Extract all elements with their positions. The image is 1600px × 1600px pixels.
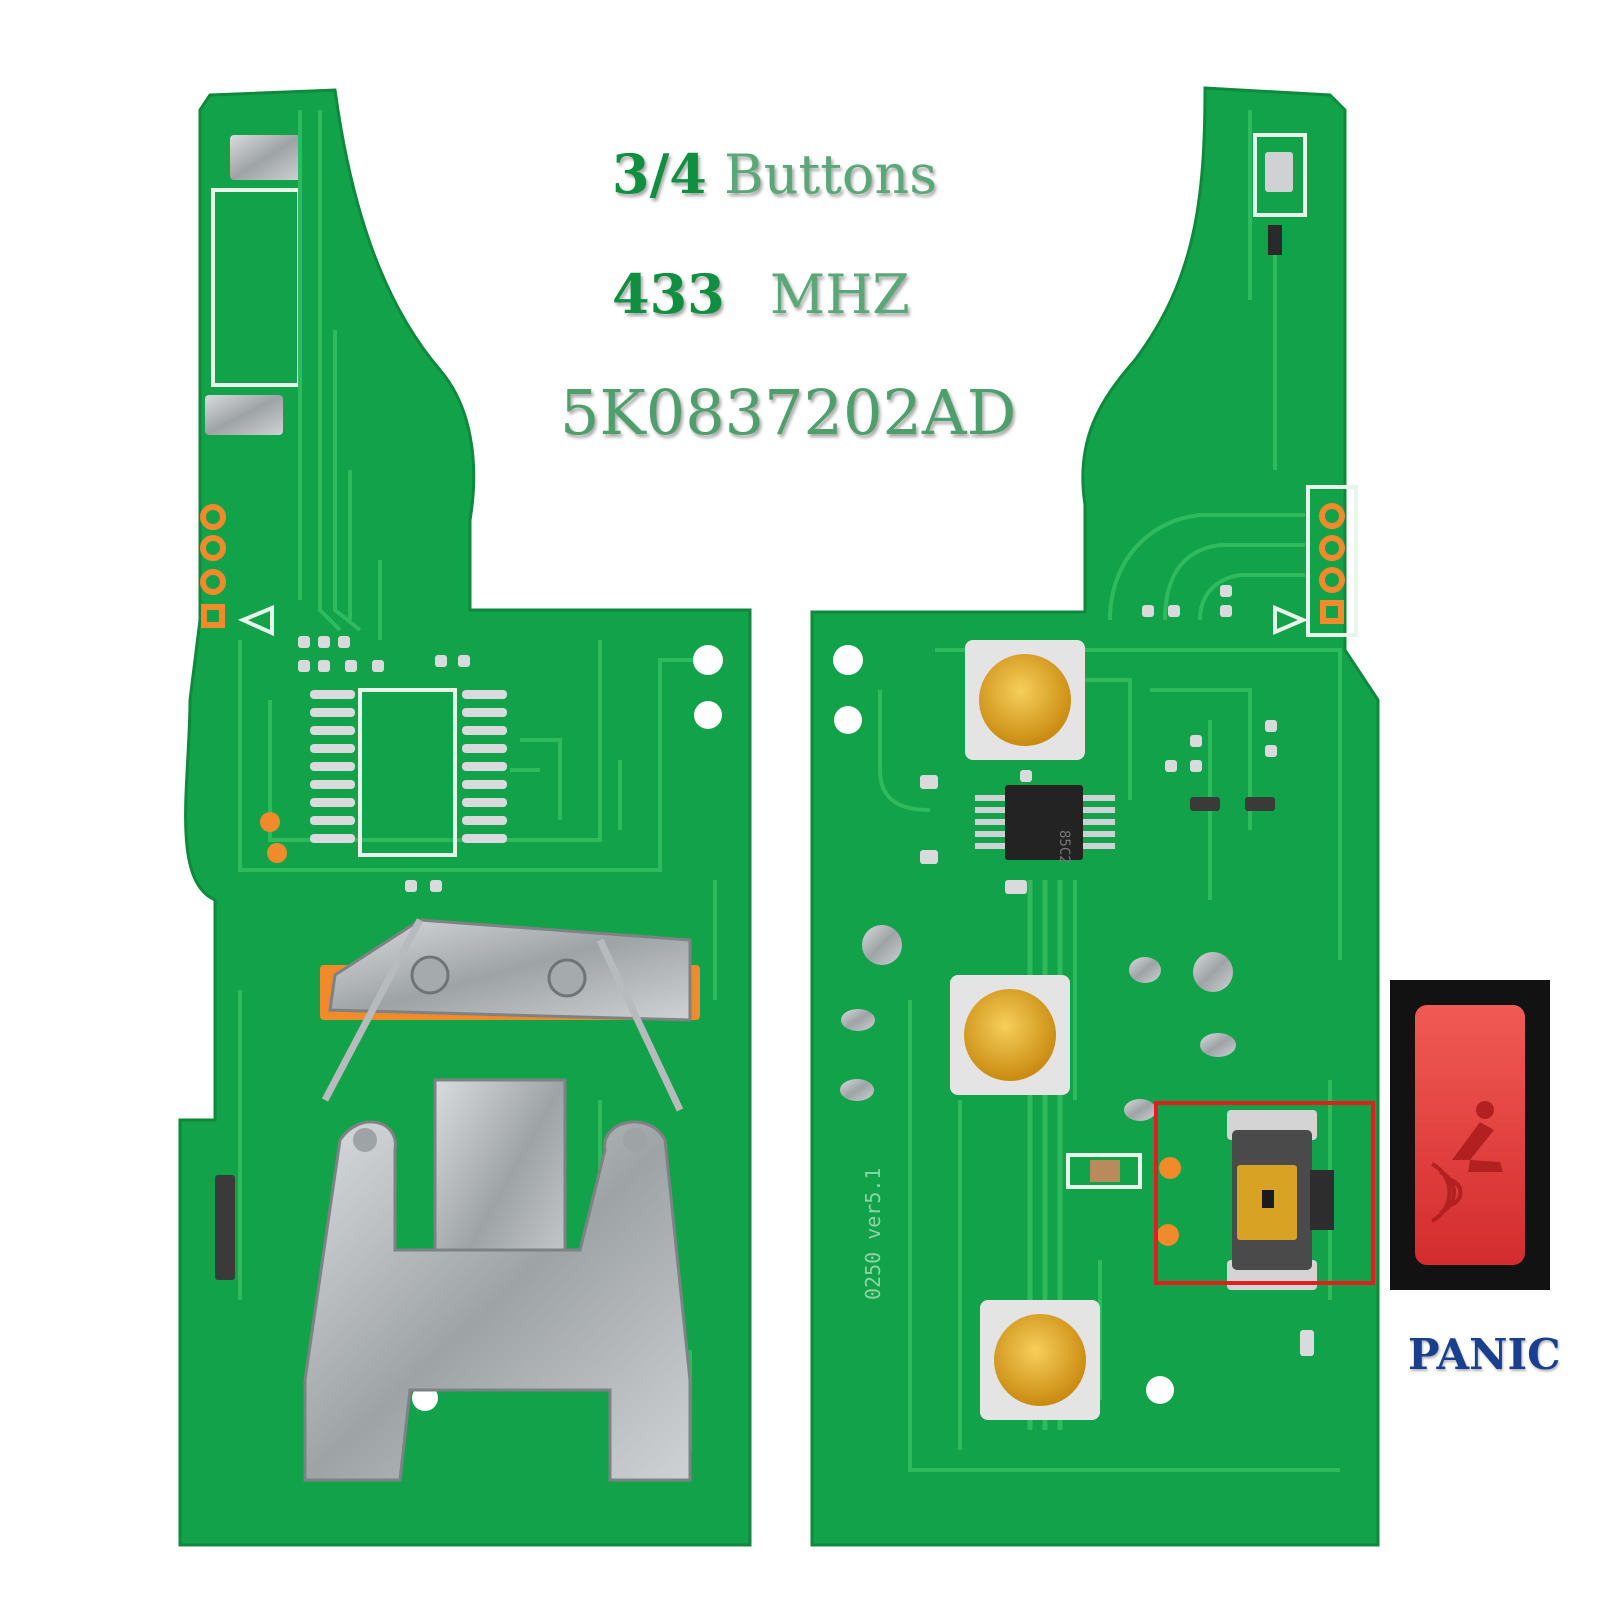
right-pcb-board: 85C2 0250 ver5.1 <box>810 86 1380 1547</box>
small-smd-pads-left <box>298 636 470 892</box>
ic-chip: 85C2 <box>975 785 1115 864</box>
triangle-marker-right <box>1273 604 1309 636</box>
mounting-hole <box>833 645 863 675</box>
solder-blobs <box>840 925 1236 1121</box>
mounting-hole <box>694 701 722 729</box>
frequency-unit: MHZ <box>769 263 910 326</box>
programming-pins-right <box>1319 503 1345 624</box>
battery-top-clip <box>321 918 692 1112</box>
mounting-hole <box>1146 1376 1174 1404</box>
smd-capacitor <box>1066 1153 1142 1189</box>
panic-button-photo <box>1390 980 1550 1290</box>
panic-person-icon <box>1452 1101 1503 1172</box>
part-number: 5K0837202AD <box>560 376 1017 449</box>
spec-buttons: 3/4 Buttons <box>612 142 937 206</box>
led-chip <box>1265 152 1293 192</box>
battery-spring-contact <box>303 1078 692 1482</box>
smd-component <box>1190 797 1220 811</box>
board-version-print: 0250 ver5.1 <box>861 1168 885 1300</box>
chip-pads-right <box>462 690 507 843</box>
solder-pad-bottom <box>205 395 283 435</box>
chip-footprint <box>358 688 457 857</box>
frequency-value: 433 <box>612 262 725 326</box>
smd-component <box>1245 797 1275 811</box>
smd-component <box>1300 1330 1314 1356</box>
orange-pad <box>1159 1157 1181 1179</box>
chip-pads-left <box>310 690 355 843</box>
solder-pad-top <box>230 135 302 180</box>
panic-highlight-box <box>1154 1101 1375 1285</box>
panic-label: PANIC <box>1408 1330 1561 1379</box>
panic-switch <box>1227 1110 1334 1290</box>
buttons-word: Buttons <box>724 143 937 206</box>
orange-pad <box>1157 1224 1179 1246</box>
spec-frequency: 433 MHZ <box>612 262 910 326</box>
small-smd-pads-right <box>920 585 1277 894</box>
tactile-button-bottom <box>980 1300 1100 1420</box>
side-connector <box>215 1175 235 1280</box>
buttons-count: 3/4 <box>612 142 707 206</box>
mounting-hole <box>834 706 862 734</box>
orange-pad <box>267 843 287 863</box>
left-pcb-board <box>178 88 752 1547</box>
chip-marking: 85C2 <box>1056 830 1072 864</box>
tactile-button-top <box>965 640 1085 760</box>
mounting-hole <box>693 645 723 675</box>
orange-pad <box>260 812 280 832</box>
spec-part-number: 5K0837202AD <box>560 376 1016 449</box>
pin-header-outline <box>1306 485 1358 637</box>
led-component <box>1253 133 1307 217</box>
programming-pins-left <box>200 504 226 628</box>
smd-capacitor-body <box>1090 1160 1120 1182</box>
signal-waves-icon <box>1431 1162 1463 1223</box>
tactile-button-middle <box>950 975 1070 1095</box>
resistor-smd <box>1268 225 1282 255</box>
triangle-marker-left <box>237 605 274 637</box>
